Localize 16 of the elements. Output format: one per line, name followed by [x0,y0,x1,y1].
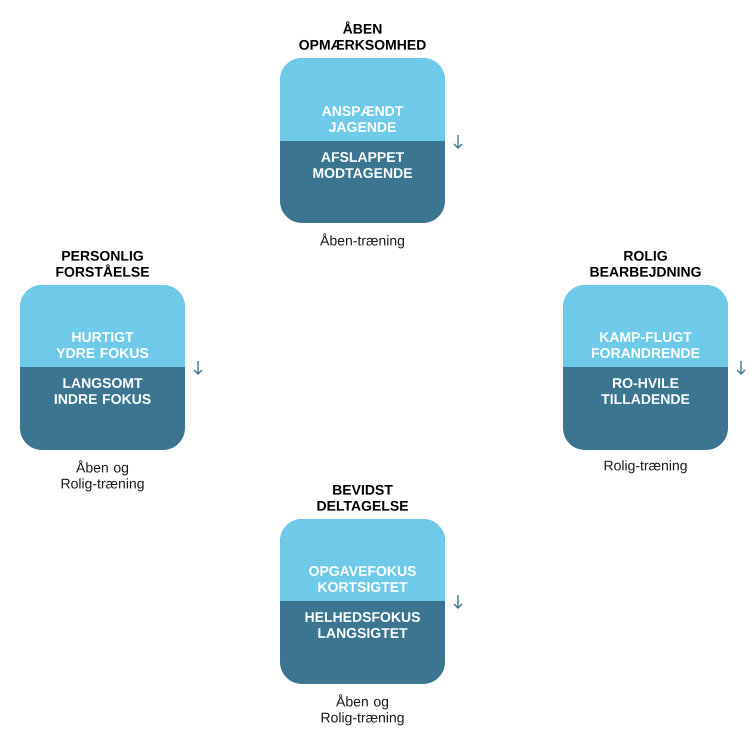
card-caption: Åben og Rolig-træning [322,694,404,726]
panel-label: HURTIGT YDRE FOKUS [56,332,148,358]
panel-label: AFSLAPPET MODTAGENDE [313,152,412,178]
panel-label: OPGAVEFOKUS KORTSIGTET [309,566,416,592]
card-caption: Åben og Rolig-træning [62,460,144,492]
card-caption: Rolig-træning [604,460,687,474]
card-caption: Åben-træning [320,233,404,248]
card-heading: BEVIDST DELTAGELSE [317,484,408,511]
card-heading: ROLIG BEARBEJDNING [590,250,701,277]
card-heading: PERSONLIG FORSTÅELSE [56,250,150,277]
card-heading: ÅBEN OPMÆRKSOMHED [299,21,426,50]
panel-label: ANSPÆNDT JAGENDE [322,106,404,132]
panel-label: RO-HVILE TILLADENDE [601,378,690,404]
panel-label: HELHEDSFOKUS LANGSIGTET [306,612,420,638]
panel-label: LANGSOMT INDRE FOKUS [54,378,151,404]
panel-label: KAMP-FLUGT FORANDRENDE [592,332,700,358]
